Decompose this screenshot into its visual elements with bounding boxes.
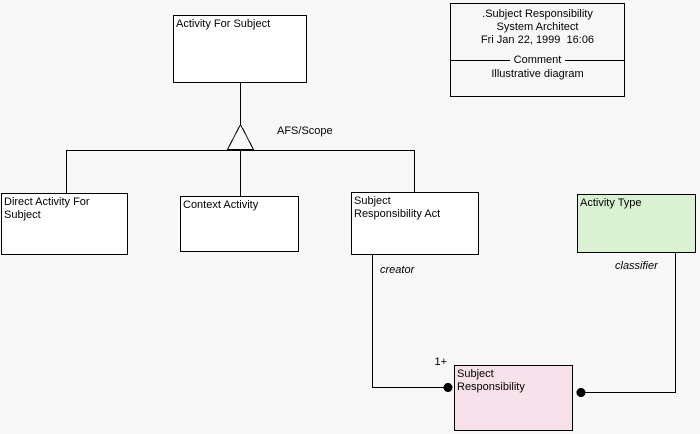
comment-separator: Comment (451, 54, 624, 67)
node-label-line: Responsibility Act (354, 208, 441, 220)
stamp-author: System Architect (496, 21, 579, 33)
comment-label: Comment (513, 54, 562, 66)
comment-text: Illustrative diagram (491, 68, 584, 80)
creator-connector-line[interactable] (372, 255, 445, 388)
separator-rule-right (565, 60, 624, 61)
node-label-line: Activity For Subject (176, 18, 271, 30)
creator-connector-dot[interactable] (443, 383, 453, 392)
creator-role-label[interactable]: creator (380, 264, 415, 276)
classifier-role-label[interactable]: classifier (615, 260, 658, 272)
node-label-line: Subject (4, 209, 41, 221)
classifier-connector-dot[interactable] (576, 388, 586, 397)
generalization-triangle[interactable] (226, 123, 255, 150)
node-direct-activity-for-subject[interactable]: Direct Activity For Subject (1, 193, 128, 255)
node-activity-for-subject[interactable]: Activity For Subject (173, 15, 307, 83)
node-label-line: Responsibility (457, 381, 525, 393)
node-context-activity[interactable]: Context Activity (180, 196, 299, 252)
node-label-line: Subject (457, 368, 494, 380)
node-label-line: Activity Type (580, 197, 642, 209)
stamp-datetime: Fri Jan 22, 1999 16:06 (480, 34, 595, 46)
node-label-line: Direct Activity For (4, 196, 90, 208)
node-label-line: Subject (354, 195, 391, 207)
node-activity-type[interactable]: Activity Type (577, 194, 696, 253)
generalization-label[interactable]: AFS/Scope (277, 125, 333, 137)
separator-rule-left (451, 60, 510, 61)
node-subject-responsibility-act[interactable]: Subject Responsibility Act (351, 192, 479, 255)
diagram-stamp[interactable]: .Subject Responsibility System Architect… (450, 3, 625, 97)
multiplicity-label[interactable]: 1+ (434, 356, 447, 368)
stamp-title: .Subject Responsibility (482, 8, 593, 20)
classifier-connector-line[interactable] (585, 253, 676, 393)
node-label-line: Context Activity (183, 199, 259, 211)
node-subject-responsibility[interactable]: Subject Responsibility (454, 365, 573, 431)
